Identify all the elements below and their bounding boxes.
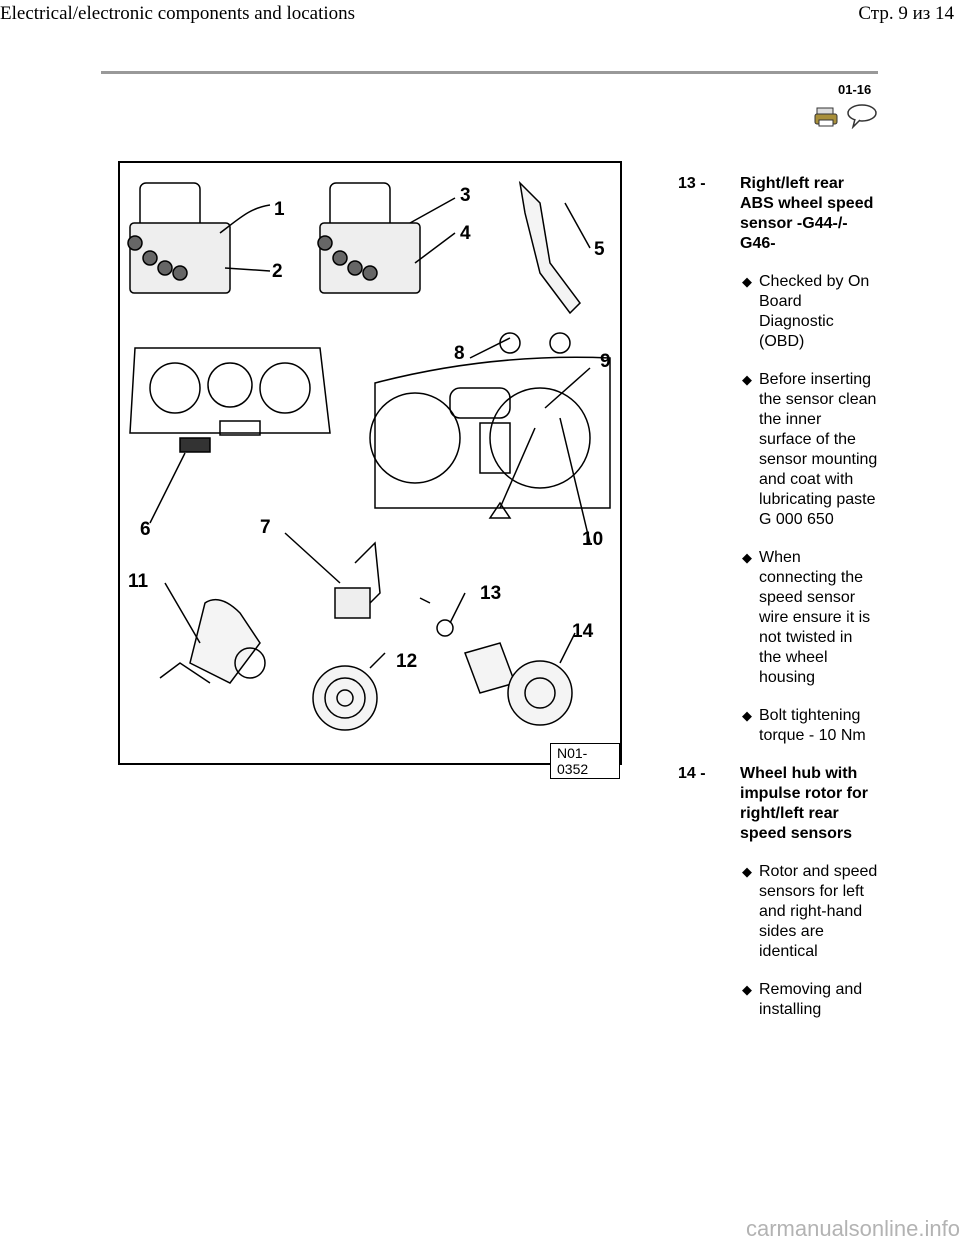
diamond-icon: ◆: [742, 708, 752, 723]
callout-12: 12: [396, 651, 418, 672]
page-counter: Стр. 9 из 14: [858, 3, 954, 24]
callout-4: 4: [460, 223, 471, 244]
callout-11: 11: [128, 571, 149, 592]
diamond-icon: ◆: [742, 550, 752, 565]
legend-text: 13 - Right/left rear ABS wheel speed sen…: [678, 174, 878, 1038]
callout-10: 10: [582, 529, 604, 550]
bullet-text: When connecting the speed sensor wire en…: [759, 549, 871, 686]
item-number: 14 -: [678, 765, 706, 782]
callout-9: 9: [600, 351, 611, 372]
document-title: Electrical/electronic components and loc…: [0, 3, 356, 24]
callout-14: 14: [572, 621, 594, 642]
header-divider: [101, 71, 878, 74]
watermark[interactable]: carmanualsonline.info: [745, 1216, 960, 1241]
figure-code: N01-0352: [550, 743, 620, 779]
callout-8: 8: [454, 343, 465, 364]
callout-6: 6: [140, 519, 151, 540]
diamond-icon: ◆: [742, 982, 752, 997]
callout-3: 3: [460, 185, 471, 206]
list-item: ◆ Checked by On Board Diagnostic (OBD): [678, 272, 878, 352]
speech-bubble-icon[interactable]: [846, 103, 878, 129]
diamond-icon: ◆: [742, 274, 752, 289]
item-title: Wheel hub with impulse rotor for right/l…: [740, 765, 869, 842]
page-code: 01-16: [838, 82, 872, 97]
callout-1: 1: [274, 199, 285, 220]
components-drawing: [127, 180, 611, 731]
list-item: ◆ Bolt tightening torque - 10 Nm: [678, 706, 878, 746]
legend-item-13: 13 - Right/left rear ABS wheel speed sen…: [678, 174, 878, 254]
bullet-text: Before inserting the sensor clean the in…: [759, 371, 878, 528]
bullet-text: Removing and installing: [759, 981, 863, 1018]
item-number: 13 -: [678, 175, 706, 192]
list-item: ◆ When connecting the speed sensor wire e…: [678, 548, 878, 688]
diamond-icon: ◆: [742, 864, 752, 879]
bullet-text: Rotor and speed sensors for left and rig…: [759, 863, 878, 960]
callout-7: 7: [260, 517, 271, 538]
item-title: Right/left rear ABS wheel speed sensor -…: [740, 175, 874, 252]
list-item: ◆ Removing and installing: [678, 980, 878, 1020]
printer-icon[interactable]: [814, 106, 840, 128]
bullet-text: Bolt tightening torque - 10 Nm: [759, 707, 866, 744]
diamond-icon: ◆: [742, 372, 752, 387]
bullet-text: Checked by On Board Diagnostic (OBD): [759, 273, 870, 350]
list-item: ◆ Rotor and speed sensors for left and ri…: [678, 862, 878, 962]
callout-13: 13: [480, 583, 502, 604]
legend-item-14: 14 - Wheel hub with impulse rotor for ri…: [678, 764, 878, 844]
list-item: ◆ Before inserting the sensor clean the i…: [678, 370, 878, 530]
callout-2: 2: [272, 261, 283, 282]
components-figure: 1 2 3 4 5 6 7 8 9 10 11 12 13 14 N01-035…: [118, 161, 622, 779]
callout-5: 5: [594, 239, 605, 260]
